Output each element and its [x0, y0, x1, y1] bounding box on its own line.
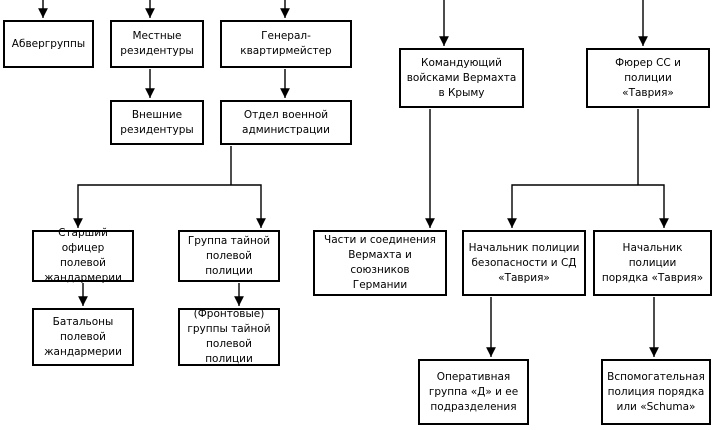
military-administration-box: Отдел военной администрации	[220, 100, 352, 145]
schuma-box: Вспомогательная полиция порядка или «Sch…	[601, 359, 711, 425]
gendarmerie-battalions-box: Батальоны полевой жандармерии	[32, 308, 134, 366]
security-police-sd-box: Начальник полиции безопасности и СД «Тав…	[462, 230, 586, 296]
task-force-d-box: Оперативная группа «Д» и ее подразделени…	[418, 359, 529, 425]
front-secret-police-groups-box: (Фронтовые) группы тайной полевой полици…	[178, 308, 280, 366]
external-residencies-box: Внешние резидентуры	[110, 100, 204, 145]
quartermaster-general-box: Генерал- квартирмейстер	[220, 20, 352, 68]
local-residencies-box: Местные резидентуры	[110, 20, 204, 68]
connector-ss-to-sipo	[507, 184, 638, 228]
order-police-box: Начальник полиции порядка «Таврия»	[593, 230, 712, 296]
ss-police-leader-box: Фюрер СС и полиции «Таврия»	[586, 48, 710, 108]
senior-officer-gendarmerie-box: Старший офицер полевой жандармерии	[32, 227, 134, 284]
secret-field-police-group-box: Группа тайной полевой полиции	[178, 230, 280, 282]
wehrmacht-units-box: Части и соединения Вермахта и союзников …	[313, 230, 447, 296]
connector-ss-to-orpo	[638, 184, 669, 228]
connector-admin-to-gfp	[231, 184, 266, 228]
connector-admin-to-officer	[73, 184, 231, 228]
abwehr-groups-box: Абвергруппы	[3, 20, 94, 68]
wehrmacht-commander-box: Командующий войсками Вермахта в Крыму	[399, 48, 524, 108]
